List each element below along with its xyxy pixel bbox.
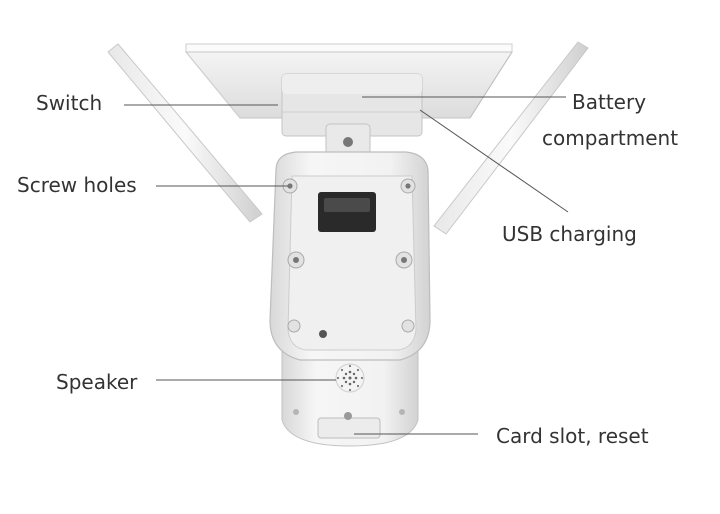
label-screw-holes: Screw holes [17, 173, 137, 197]
mount-bracket [325, 123, 371, 157]
label-battery-line2: compartment [542, 126, 679, 150]
right-antenna [433, 41, 589, 235]
left-antenna [107, 43, 263, 223]
speaker-grille [335, 363, 365, 393]
battery-compartment [281, 73, 423, 137]
label-card-slot-reset: Card slot, reset [496, 424, 649, 448]
camera-dome [281, 339, 419, 447]
camera-body [269, 151, 431, 361]
label-usb-charging: USB charging [502, 222, 637, 246]
label-switch: Switch [36, 91, 103, 115]
label-battery-compartment: Battery compartment [542, 84, 678, 156]
label-speaker: Speaker [56, 370, 138, 394]
label-battery-line1: Battery [572, 90, 647, 114]
leader-line-usb [419, 109, 569, 213]
screw-holes [282, 178, 416, 338]
